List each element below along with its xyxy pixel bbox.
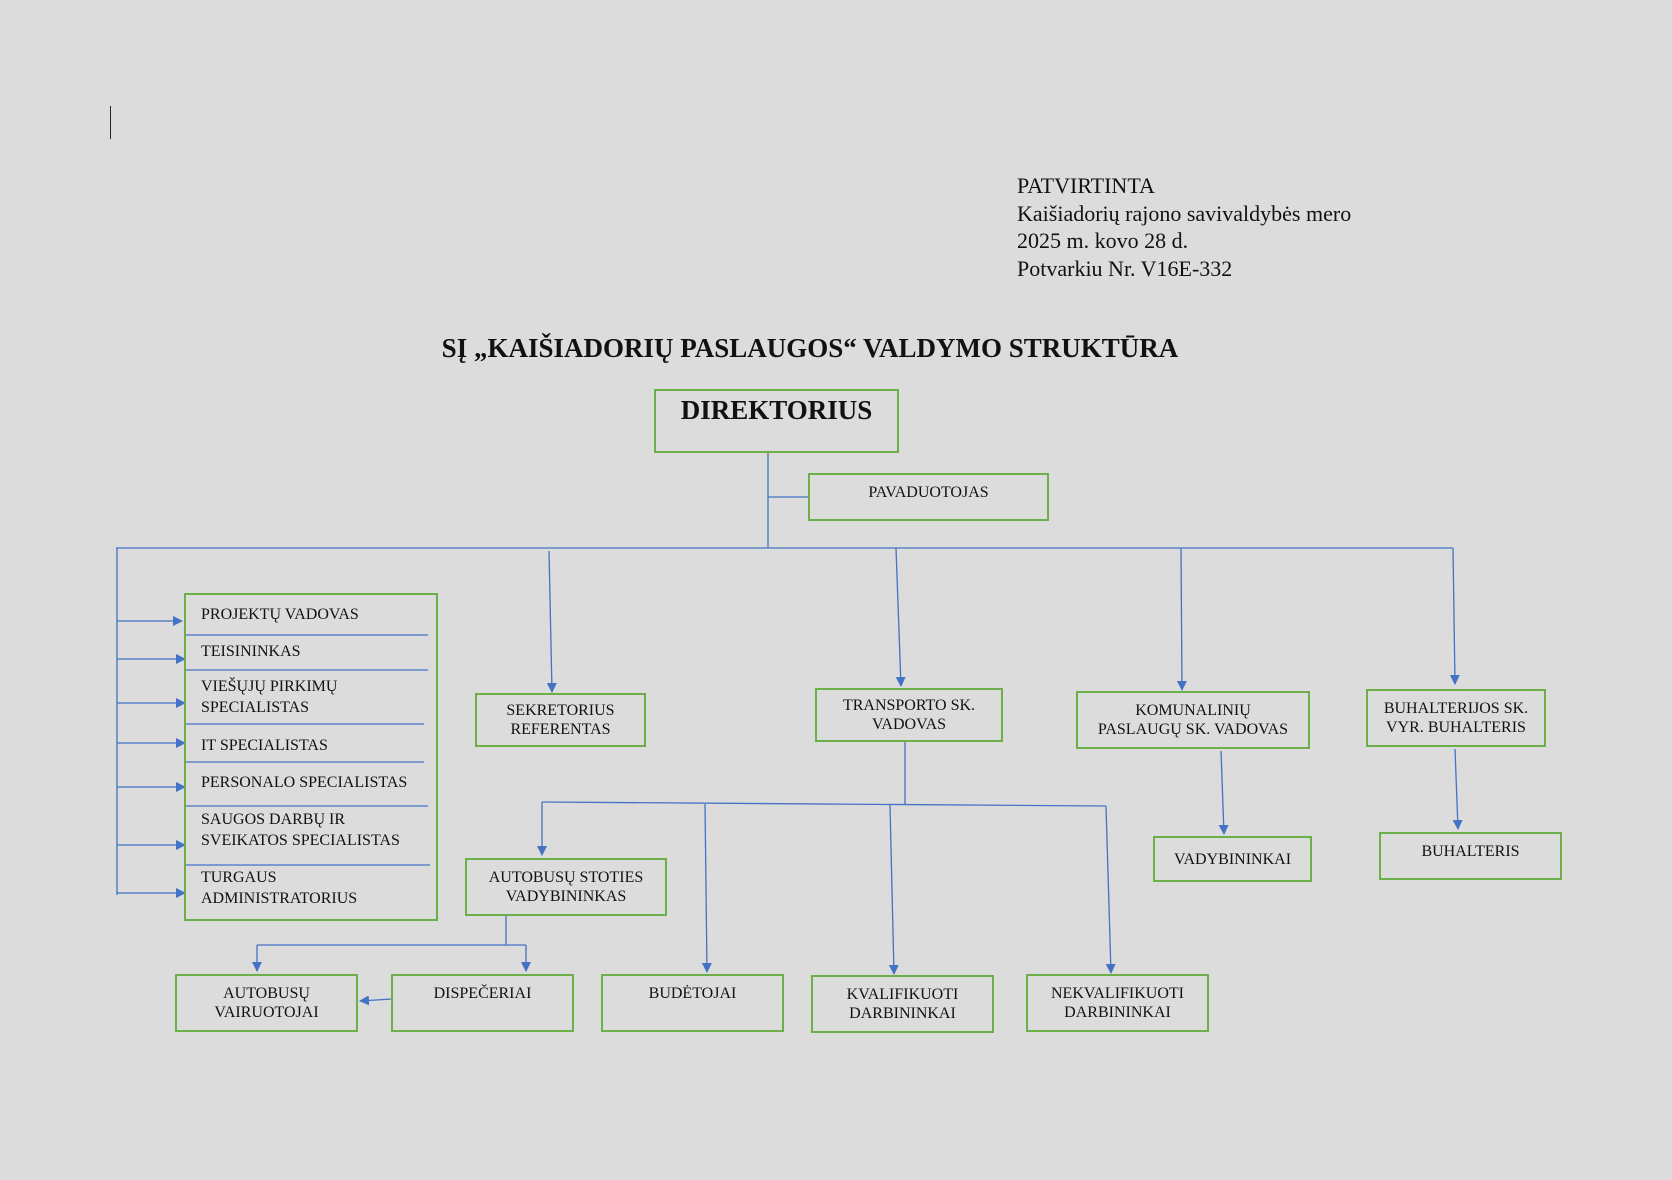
transport-head-label: TRANSPORTO SK. VADOVAS (842, 697, 976, 733)
arrow-unskilled (1105, 805, 1116, 974)
arrow-dispatchers-to-drivers (359, 995, 393, 1006)
text-cursor (110, 106, 111, 139)
accounting-head-box: BUHALTERIJOS SK. VYR. BUHALTERIS (1366, 689, 1546, 747)
approval-line-3: 2025 m. kovo 28 d. (1017, 228, 1189, 253)
approval-line-4: Potvarkiu Nr. V16E-332 (1017, 255, 1233, 281)
dispatchers-box: DISPEČERIAI (391, 974, 574, 1032)
secretary-label: SEKRETORIUS REFERENTAS (506, 702, 615, 738)
arrow-watchmen (701, 803, 712, 973)
staff-panel: PROJEKTŲ VADOVAS TEISININKAS VIEŠŲJŲ PIR… (184, 593, 438, 921)
arrow-skilled (888, 804, 899, 975)
approval-line-2: Kaišiadorių rajono savivaldybės mero (1017, 200, 1352, 226)
communal-head-label: KOMUNALINIŲ PASLAUGŲ SK. VADOVAS (1097, 702, 1289, 738)
staff-item-it: IT SPECIALISTAS (201, 737, 328, 754)
staff-item-safety: SAUGOS DARBŲ IR SVEIKATOS SPECIALISTAS (201, 811, 400, 849)
accountant-box: BUHALTERIS (1379, 832, 1562, 880)
staff-item-project-manager: PROJEKTŲ VADOVAS (201, 606, 359, 623)
arrow-secretary (546, 550, 557, 693)
bus-station-manager-box: AUTOBUSŲ STOTIES VADYBININKAS (465, 858, 667, 916)
approval-line-1: PATVIRTINTA (1017, 173, 1155, 198)
deputy-label: PAVADUOTOJAS (868, 484, 989, 501)
watchmen-label: BUDĖTOJAI (648, 985, 737, 1002)
skilled-workers-box: KVALIFIKUOTI DARBININKAI (811, 975, 994, 1033)
bus-drivers-box: AUTOBUSŲ VAIRUOTOJAI (175, 974, 358, 1032)
staff-item-market-admin: TURGAUS ADMINISTRATORIUS (201, 869, 358, 907)
approval-block: PATVIRTINTA Kaišiadorių rajono savivaldy… (1017, 172, 1351, 282)
managers-box: VADYBININKAI (1153, 836, 1312, 882)
unskilled-workers-label: NEKVALIFIKUOTI DARBININKAI (1050, 985, 1185, 1021)
staff-item-personnel: PERSONALO SPECIALISTAS (201, 774, 408, 791)
staff-item-procurement: VIEŠŲJŲ PIRKIMŲ SPECIALISTAS (201, 678, 338, 716)
communal-head-box: KOMUNALINIŲ PASLAUGŲ SK. VADOVAS (1076, 691, 1310, 749)
transport-bus-line (541, 801, 1107, 807)
accounting-head-label: BUHALTERIJOS SK. VYR. BUHALTERIS (1383, 700, 1529, 736)
deputy-box: PAVADUOTOJAS (808, 473, 1049, 521)
arrow-transport (895, 547, 906, 687)
skilled-workers-label: KVALIFIKUOTI DARBININKAI (846, 986, 959, 1022)
page-title: SĮ „KAIŠIADORIŲ PASLAUGOS“ VALDYMO STRUK… (441, 333, 1179, 363)
secretary-box: SEKRETORIUS REFERENTAS (475, 693, 646, 747)
unskilled-workers-box: NEKVALIFIKUOTI DARBININKAI (1026, 974, 1209, 1032)
watchmen-box: BUDĖTOJAI (601, 974, 784, 1032)
arrow-managers (1218, 750, 1229, 835)
managers-label: VADYBININKAI (1173, 850, 1292, 868)
accountant-label: BUHALTERIS (1421, 843, 1520, 860)
bus-station-manager-label: AUTOBUSŲ STOTIES VADYBININKAS (488, 869, 644, 905)
arrow-accounting (1449, 547, 1460, 685)
arrow-accountant (1452, 748, 1463, 830)
dispatchers-label: DISPEČERIAI (433, 985, 532, 1002)
transport-head-box: TRANSPORTO SK. VADOVAS (815, 688, 1003, 742)
arrow-communal (1176, 547, 1187, 691)
staff-item-lawyer: TEISININKAS (201, 643, 301, 660)
bus-drivers-label: AUTOBUSŲ VAIRUOTOJAI (214, 985, 319, 1021)
director-label: DIREKTORIUS (680, 395, 873, 425)
director-box: DIREKTORIUS (654, 389, 899, 453)
